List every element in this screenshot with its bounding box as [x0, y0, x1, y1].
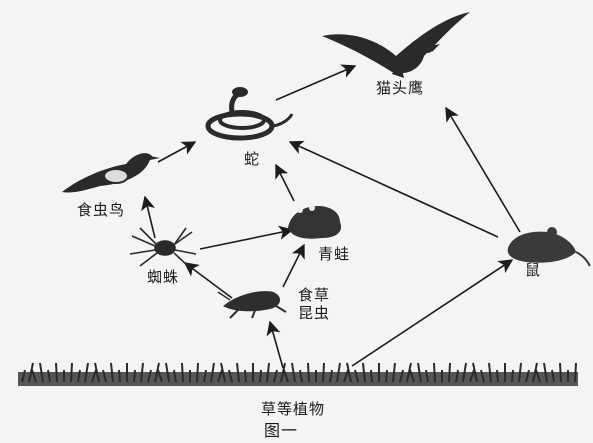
grass-blade [196, 362, 199, 383]
grass-blade [154, 362, 160, 383]
label-plants: 草等植物 [261, 400, 326, 418]
grass-blade [70, 362, 73, 383]
grass-blade [385, 369, 388, 383]
grass-blade [283, 369, 289, 383]
label-insect: 食草昆虫 [298, 286, 331, 322]
grass-blade [94, 362, 100, 383]
grass-blade [496, 369, 499, 383]
insect-illustration [217, 291, 287, 319]
grass-blade [406, 362, 412, 383]
arrow-mouse-to-owl [445, 106, 521, 233]
grass-blade [535, 369, 541, 383]
grass-blade [28, 362, 34, 383]
grass-blade [181, 362, 184, 383]
arrow-plants-to-mouse [351, 259, 514, 367]
bird-illustration [62, 153, 160, 193]
grass-blade [110, 362, 114, 383]
label-bird: 食虫鸟 [77, 201, 126, 219]
grass-blade [236, 362, 240, 383]
grass-blade [322, 362, 325, 383]
grass-blade [55, 362, 58, 383]
label-spider: 蜘蛛 [147, 268, 180, 286]
arrow-mouse-to-snake [288, 140, 499, 238]
arrow-insect-to-frog [282, 243, 305, 288]
grass-blade [346, 362, 352, 383]
grass-illustration [18, 362, 578, 386]
arrow-plants-to-insect [266, 320, 284, 369]
grass-blade [574, 362, 577, 383]
mouse-illustration [507, 227, 591, 267]
grass-blade [417, 362, 422, 383]
grass-blade [525, 369, 530, 383]
grass-blade [362, 362, 366, 383]
grass-blade [543, 362, 548, 383]
grass-blade [165, 362, 170, 383]
grass-blade [147, 369, 152, 383]
grass-blade [532, 362, 538, 383]
snake-illustration [205, 87, 294, 141]
grass-blade [559, 362, 562, 383]
grass-blade [370, 369, 373, 383]
grass-blade [472, 362, 478, 383]
grass-blade [307, 362, 310, 383]
grass-blade [299, 369, 303, 383]
grass-blade [433, 362, 436, 383]
grass-blade [488, 362, 492, 383]
grass-blade [118, 369, 121, 383]
grass-blade [157, 369, 163, 383]
grass-blade [291, 362, 296, 383]
grass-blade [210, 362, 215, 383]
label-mouse: 鼠 [525, 261, 542, 279]
grass-blade [280, 362, 286, 383]
grass-blade [480, 369, 485, 383]
grass-blade [203, 369, 207, 383]
arrow-bird-to-snake [157, 141, 197, 163]
grass-blade [21, 369, 26, 383]
grass-blade [228, 369, 233, 383]
grass-blade [84, 362, 89, 383]
grass-blade [511, 369, 514, 383]
grass-blade [39, 362, 44, 383]
label-owl: 猫头鹰 [376, 79, 425, 97]
grass-blade [455, 369, 459, 383]
arrow-insect-to-spider [183, 262, 233, 299]
grass-blade [551, 369, 555, 383]
grass-blade [173, 369, 177, 383]
grass-blade [448, 362, 451, 383]
grass-blade [425, 369, 429, 383]
spider-illustration [129, 227, 197, 267]
grass-blade [273, 369, 278, 383]
grass-blade [392, 362, 396, 383]
arrow-spider-to-bird [141, 195, 156, 239]
grass-blade [354, 369, 359, 383]
grass-blade [102, 369, 107, 383]
grass-blade [399, 369, 404, 383]
grass-blade [220, 362, 226, 383]
label-frog: 青蛙 [318, 245, 351, 263]
frog-illustration [288, 205, 342, 239]
grass-blade [47, 369, 51, 383]
grass-blade [329, 369, 333, 383]
grass-blade [77, 369, 81, 383]
grass-blade [462, 362, 467, 383]
label-snake: 蛇 [244, 150, 261, 168]
owl-illustration [322, 12, 470, 78]
food-web-arrows [141, 64, 521, 369]
grass-blade [259, 369, 262, 383]
arrow-snake-to-owl [275, 64, 357, 101]
grass-blade [244, 369, 247, 383]
grass-blade [518, 362, 522, 383]
grass-blade [336, 362, 341, 383]
arrow-frog-to-snake [275, 163, 295, 202]
grass-blade [140, 362, 144, 383]
grass-blade [133, 369, 136, 383]
grass-blade [409, 369, 415, 383]
arrow-spider-to-frog [199, 225, 294, 250]
figure-caption: 图一 [264, 421, 299, 440]
grass-blade [266, 362, 270, 383]
grass-blade [31, 369, 37, 383]
